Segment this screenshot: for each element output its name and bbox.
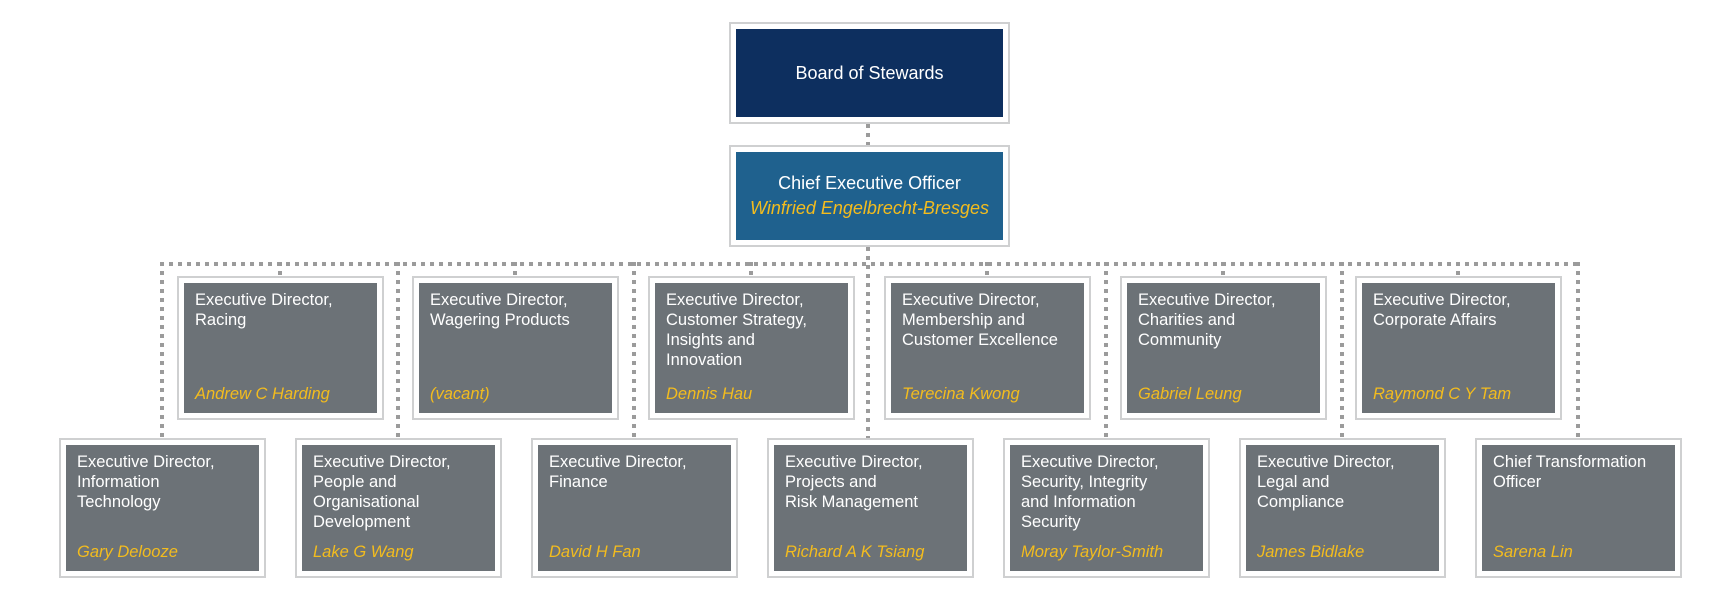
node-person: Sarena Lin	[1493, 543, 1573, 561]
ceo-name: Winfried Engelbrecht-Bresges	[750, 198, 989, 218]
node-title: Executive Director, Wagering Products	[430, 291, 570, 329]
node-person: Gary Delooze	[77, 543, 178, 561]
connector-stub-corporate-affairs	[1456, 262, 1460, 276]
node-person: Moray Taylor-Smith	[1021, 543, 1164, 561]
org-node-ceo: Chief Executive Officer Winfried Engelbr…	[729, 145, 1010, 247]
connector-drop-people-development	[396, 262, 400, 438]
connector-drop-legal	[1340, 262, 1344, 438]
node-person: (vacant)	[430, 385, 490, 403]
connector-stub-membership	[985, 262, 989, 276]
node-person: Raymond C Y Tam	[1373, 385, 1512, 403]
node-person: David H Fan	[549, 543, 641, 561]
node-person: Lake G Wang	[313, 543, 414, 561]
org-node-corporate-affairs: Executive Director, Corporate Affairs Ra…	[1355, 276, 1562, 420]
connector-stub-racing	[278, 262, 282, 276]
ceo-title: Chief Executive Officer	[778, 173, 961, 193]
org-node-racing: Executive Director, Racing Andrew C Hard…	[177, 276, 384, 420]
node-title: Executive Director, Corporate Affairs	[1373, 291, 1511, 329]
board-title: Board of Stewards	[795, 63, 944, 83]
connector-drop-transformation	[1576, 262, 1580, 438]
node-title: Executive Director, Legal and Compliance	[1257, 453, 1395, 511]
node-person: Gabriel Leung	[1138, 385, 1242, 403]
org-node-information-technology: Executive Director, Information Technolo…	[59, 438, 266, 578]
node-title: Executive Director, Finance	[549, 453, 687, 491]
org-node-security-integrity: Executive Director, Security, Integrity …	[1003, 438, 1210, 578]
node-title: Executive Director, Information Technolo…	[77, 453, 215, 511]
org-node-finance: Executive Director, Finance David H Fan	[531, 438, 738, 578]
connector-stub-customer-strategy	[749, 262, 753, 276]
org-node-charities-community: Executive Director, Charities and Commun…	[1120, 276, 1327, 420]
node-person: Andrew C Harding	[195, 385, 330, 403]
org-node-membership-customer-excellence: Executive Director, Membership and Custo…	[884, 276, 1091, 420]
org-node-customer-strategy: Executive Director, Customer Strategy, I…	[648, 276, 855, 420]
org-node-board-of-stewards: Board of Stewards	[729, 22, 1010, 124]
node-title: Executive Director, Security, Integrity …	[1021, 453, 1159, 531]
connector-board-ceo	[866, 124, 870, 145]
node-person: James Bidlake	[1257, 543, 1365, 561]
connector-ceo-down	[866, 247, 870, 438]
org-node-people-organisational-development: Executive Director, People and Organisat…	[295, 438, 502, 578]
connector-stub-charities	[1221, 262, 1225, 276]
org-node-wagering-products: Executive Director, Wagering Products (v…	[412, 276, 619, 420]
node-title: Executive Director, Projects and Risk Ma…	[785, 453, 923, 511]
connector-drop-security	[1104, 262, 1108, 438]
node-title: Chief Transformation Officer	[1493, 453, 1647, 491]
node-title: Executive Director, Racing	[195, 291, 333, 329]
org-node-chief-transformation-officer: Chief Transformation Officer Sarena Lin	[1475, 438, 1682, 578]
org-node-projects-risk-management: Executive Director, Projects and Risk Ma…	[767, 438, 974, 578]
node-title: Executive Director, Charities and Commun…	[1138, 291, 1276, 349]
connector-drop-information-technology	[160, 262, 164, 438]
node-person: Terecina Kwong	[902, 385, 1020, 403]
node-person: Richard A K Tsiang	[785, 543, 925, 561]
connector-stub-wagering	[513, 262, 517, 276]
connector-drop-finance	[632, 262, 636, 438]
org-node-legal-compliance: Executive Director, Legal and Compliance…	[1239, 438, 1446, 578]
connector-horizontal-rail	[160, 262, 1580, 266]
node-title: Executive Director, Customer Strategy, I…	[666, 291, 807, 369]
node-person: Dennis Hau	[666, 385, 753, 403]
node-title: Executive Director, Membership and Custo…	[902, 291, 1058, 349]
node-title: Executive Director, People and Organisat…	[313, 453, 451, 531]
